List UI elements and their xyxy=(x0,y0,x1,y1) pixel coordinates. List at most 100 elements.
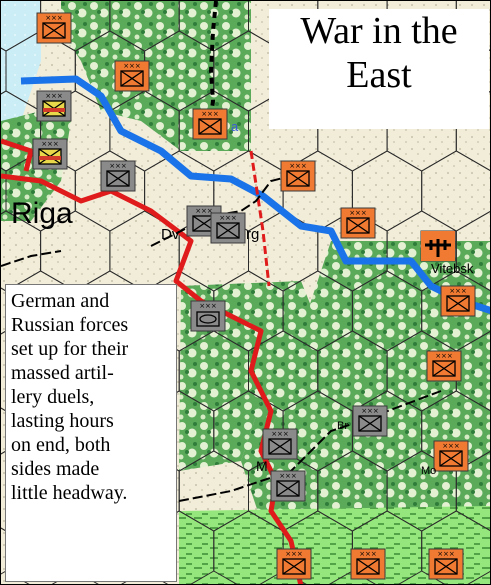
counter-size-pips: ××× xyxy=(279,472,297,480)
infantry-symbol xyxy=(106,170,130,187)
caption-line: Russian forces xyxy=(11,314,129,336)
russian-infantry-counter[interactable]: ××× xyxy=(440,285,476,317)
caption-panel: German and Russian forces set up for the… xyxy=(5,284,177,582)
infantry-symbol xyxy=(216,222,240,239)
title-line-1: War in the xyxy=(300,10,458,52)
russian-infantry-counter[interactable]: ××× xyxy=(426,350,462,382)
infantry-symbol xyxy=(446,295,470,312)
caption-line: little headway. xyxy=(11,482,128,504)
infantry-symbol xyxy=(282,558,306,575)
russian-infantry-counter[interactable]: ××× xyxy=(340,207,376,239)
infantry-symbol xyxy=(446,295,470,312)
russian-infantry-counter[interactable]: ××× xyxy=(428,548,464,580)
counter-size-pips: ××× xyxy=(45,14,63,22)
aircraft-icon xyxy=(425,239,451,257)
russian-infantry-counter[interactable]: ××× xyxy=(433,440,469,472)
german-infantry-counter[interactable]: ××× xyxy=(262,428,298,460)
infantry-symbol xyxy=(439,450,463,467)
railroad xyxy=(178,390,442,502)
counter-size-pips: ××× xyxy=(359,550,377,558)
counter-size-pips: ××× xyxy=(349,209,367,217)
german-armor-counter[interactable]: ××× xyxy=(190,300,226,332)
counter-size-pips: ××× xyxy=(219,214,237,222)
caption-line: lasting hours xyxy=(11,410,114,432)
counter-size-pips: ××× xyxy=(435,352,453,360)
infantry-symbol xyxy=(432,360,456,377)
title-panel: War in the East xyxy=(269,9,489,129)
town-label-vitebsk: Vitebsk xyxy=(431,261,474,276)
russian-infantry-counter[interactable]: ××× xyxy=(192,108,228,140)
infantry-symbol xyxy=(276,480,300,497)
infantry-symbol xyxy=(120,70,144,87)
german-infantry-counter[interactable]: ××× xyxy=(352,405,388,437)
caption-line: on end, both xyxy=(11,434,111,456)
counter-size-pips: ××× xyxy=(442,442,460,450)
russian-infantry-counter[interactable]: ××× xyxy=(280,160,316,192)
infantry-symbol xyxy=(356,558,380,575)
armor-symbol xyxy=(196,311,220,327)
railroad xyxy=(1,250,62,267)
title-line-2: East xyxy=(346,54,412,96)
border-line xyxy=(1,138,34,172)
border-line xyxy=(249,150,271,287)
german-infantry-counter[interactable]: ××× xyxy=(100,160,136,192)
infantry-symbol xyxy=(358,415,382,432)
counter-size-pips: ××× xyxy=(201,110,219,118)
counter-size-pips: ××× xyxy=(285,550,303,558)
railroad xyxy=(150,175,292,247)
unit-counters[interactable]: ××× ××× ××× ××× ××× ××× ××× ××× ××× ××× ××× ××× ××× ×… xyxy=(32,12,476,580)
russian-infantry-counter[interactable]: ××× xyxy=(350,548,386,580)
counter-size-pips: ××× xyxy=(45,92,63,100)
caption-line: lery duels, xyxy=(11,386,95,408)
infantry-symbol xyxy=(268,438,292,455)
caption-line: sides made xyxy=(11,458,100,480)
counter-size-pips: ××× xyxy=(109,162,127,170)
infantry-symbol xyxy=(346,217,370,234)
hex-cell xyxy=(421,510,490,584)
counter-size-pips: ××× xyxy=(195,207,213,215)
town-label-minsk: M xyxy=(256,458,268,474)
counter-size-pips: ××× xyxy=(271,430,289,438)
russian-infantry-counter[interactable]: ××× xyxy=(36,12,72,44)
sea-area xyxy=(1,1,41,151)
flag-stripe xyxy=(43,108,65,112)
counter-size-pips: ××× xyxy=(289,162,307,170)
russian-infantry-counter[interactable]: ××× xyxy=(114,60,150,92)
infantry-symbol xyxy=(346,217,370,234)
infantry-symbol xyxy=(358,415,382,432)
town-label-mogilev: Mo xyxy=(421,465,436,477)
counter-size-pips: ××× xyxy=(437,550,455,558)
infantry-symbol xyxy=(42,22,66,39)
town-label-riga: Riga xyxy=(11,197,73,230)
armor-symbol xyxy=(199,314,217,324)
infantry-symbol xyxy=(276,480,300,497)
caption-line: set up for their xyxy=(11,338,129,360)
infantry-symbol xyxy=(439,450,463,467)
german-allied-counter[interactable]: ××× xyxy=(32,138,68,170)
german-infantry-counter[interactable]: ××× xyxy=(270,470,306,502)
infantry-symbol xyxy=(120,70,144,87)
german-allied-counter[interactable]: ××× xyxy=(36,90,72,122)
infantry-symbol xyxy=(216,222,240,239)
infantry-symbol xyxy=(198,118,222,135)
infantry-symbol xyxy=(286,170,310,187)
infantry-symbol xyxy=(268,438,292,455)
infantry-symbol xyxy=(106,170,130,187)
counter-size-pips: ××× xyxy=(41,140,59,148)
russian-air-counter[interactable]: ××× xyxy=(420,230,456,262)
infantry-symbol xyxy=(434,558,458,575)
town-label-fragment: a xyxy=(231,119,239,134)
front-line xyxy=(20,75,490,315)
flag-stripe xyxy=(39,156,61,160)
infantry-symbol xyxy=(198,118,222,135)
german-infantry-counter[interactable]: ××× xyxy=(210,212,246,244)
forest-area xyxy=(241,241,490,521)
counter-size-pips: ××× xyxy=(449,287,467,295)
russian-infantry-counter[interactable]: ××× xyxy=(276,548,312,580)
town-label-bobruisk: Br xyxy=(337,420,348,432)
caption-line: massed artil- xyxy=(11,362,114,384)
counter-size-pips: ××× xyxy=(123,62,141,70)
infantry-symbol xyxy=(282,558,306,575)
caption-line: German and xyxy=(11,290,110,312)
